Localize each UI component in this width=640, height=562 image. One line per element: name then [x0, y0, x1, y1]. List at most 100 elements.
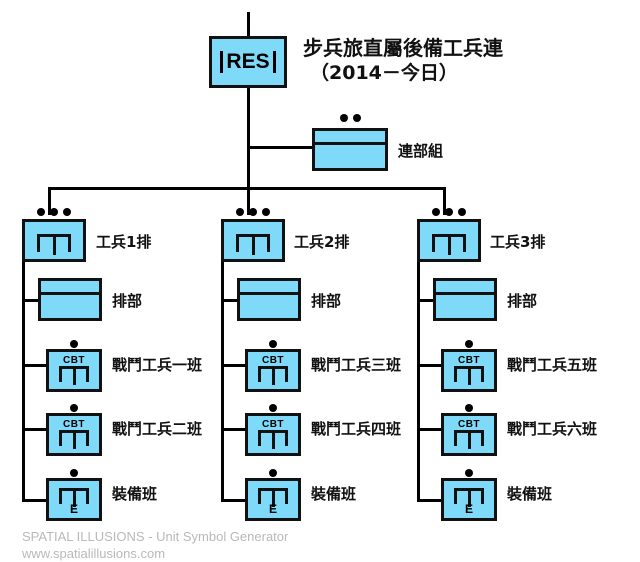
- hq-divider: [436, 292, 494, 295]
- label-platoon-1-squad-1: 戰鬥工兵一班: [112, 356, 203, 374]
- echelon-dot: [432, 208, 440, 216]
- echelon-dot: [50, 208, 58, 216]
- echelon-dots-platoon-3-squad-1: [441, 339, 497, 349]
- connector-stub-3-4: [417, 499, 441, 502]
- label-platoon-1-squad-2: 戰鬥工兵二班: [112, 420, 203, 438]
- engineer-icon-midleg: [271, 433, 275, 449]
- equipment-label: E: [268, 502, 277, 516]
- echelon-dot: [70, 404, 78, 412]
- unit-symbol-platoon-2-squad-3[interactable]: E: [245, 478, 301, 521]
- unit-symbol-platoon-1-squad-1[interactable]: CBT: [46, 349, 102, 392]
- echelon-dot: [236, 208, 244, 216]
- engineer-icon-midleg: [72, 491, 76, 507]
- unit-symbol-platoon-3-squad-3[interactable]: E: [441, 478, 497, 521]
- unit-symbol-platoon-3[interactable]: [417, 219, 481, 262]
- echelon-dot: [352, 114, 361, 122]
- cbt-label: CBT: [62, 355, 86, 366]
- cbt-label: CBT: [62, 419, 86, 430]
- echelon-dot: [465, 404, 473, 412]
- engineer-icon-midleg: [467, 491, 471, 507]
- echelon-dot: [445, 208, 453, 216]
- engineer-icon: [236, 234, 270, 255]
- echelon-dot: [465, 340, 473, 348]
- connector-platoon-drop-3: [443, 187, 446, 215]
- connector-stub-3-3: [417, 428, 441, 431]
- connector-stub-1-3: [22, 428, 46, 431]
- echelon-dots-platoon-3: [417, 207, 481, 217]
- engineer-icon: [454, 488, 484, 507]
- echelon-dots-platoon-1-squad-1: [46, 339, 102, 349]
- echelon-dots-company-hq: [312, 113, 388, 123]
- echelon-dot: [70, 469, 78, 477]
- footer-line-2[interactable]: www.spatialillusions.com: [22, 546, 166, 561]
- footer-line-1: SPATIAL ILLUSIONS - Unit Symbol Generato…: [22, 529, 289, 544]
- unit-symbol-platoon-2-hq[interactable]: [237, 278, 301, 321]
- page-title: 步兵旅直屬後備工兵連: [303, 36, 503, 60]
- engineer-icon: [37, 234, 71, 255]
- unit-symbol-platoon-1-squad-3[interactable]: E: [46, 478, 102, 521]
- engineer-icon-midleg: [52, 237, 56, 255]
- unit-symbol-platoon-3-squad-2[interactable]: CBT: [441, 413, 497, 456]
- echelon-dot: [339, 114, 348, 122]
- cbt-label: CBT: [261, 419, 285, 430]
- connector-stub-1-2: [22, 364, 46, 367]
- engineer-icon-midleg: [271, 491, 275, 507]
- engineer-icon: [258, 430, 288, 449]
- echelon-dot: [269, 469, 277, 477]
- label-platoon-1: 工兵1排: [96, 233, 152, 251]
- connector-company-hq-stub: [247, 146, 312, 149]
- label-company-hq: 連部組: [398, 142, 444, 160]
- engineer-icon: [454, 430, 484, 449]
- engineer-icon: [59, 430, 89, 449]
- connector-platoon-drop-1: [48, 187, 51, 215]
- equipment-label: E: [464, 502, 473, 516]
- hq-divider: [240, 292, 298, 295]
- label-platoon-2-squad-2: 戰鬥工兵四班: [311, 420, 402, 438]
- echelon-dot: [458, 208, 466, 216]
- engineer-icon-midleg: [72, 433, 76, 449]
- unit-symbol-platoon-2-squad-1[interactable]: CBT: [245, 349, 301, 392]
- engineer-icon: [258, 366, 288, 385]
- engineer-icon: [59, 366, 89, 385]
- engineer-icon-midleg: [72, 369, 76, 385]
- unit-symbol-platoon-3-hq[interactable]: [433, 278, 497, 321]
- label-platoon-2-squad-1: 戰鬥工兵三班: [311, 356, 402, 374]
- label-platoon-3-squad-2: 戰鬥工兵六班: [507, 420, 598, 438]
- unit-symbol-platoon-1-squad-2[interactable]: CBT: [46, 413, 102, 456]
- connector-platoon-drop-2: [247, 187, 250, 215]
- unit-symbol-platoon-2[interactable]: [221, 219, 285, 262]
- unit-symbol-platoon-1-hq[interactable]: [38, 278, 102, 321]
- label-platoon-3-squad-1: 戰鬥工兵五班: [507, 356, 598, 374]
- footer-credit: SPATIAL ILLUSIONS - Unit Symbol Generato…: [22, 528, 288, 562]
- unit-symbol-root-res[interactable]: RES: [209, 36, 287, 88]
- label-platoon-3: 工兵3排: [490, 233, 546, 251]
- engineer-icon-midleg: [271, 369, 275, 385]
- page-subtitle: （2014－今日）: [310, 62, 458, 84]
- label-platoon-3-hq: 排部: [507, 292, 538, 310]
- res-label: RES: [220, 50, 276, 74]
- echelon-dots-platoon-3-squad-2: [441, 403, 497, 413]
- connector-stub-1-1: [22, 299, 38, 302]
- echelon-dot: [269, 340, 277, 348]
- connector-stub-1-4: [22, 499, 46, 502]
- engineer-icon-midleg: [467, 369, 471, 385]
- res-bracket-group: RES: [212, 39, 284, 85]
- unit-symbol-platoon-3-squad-1[interactable]: CBT: [441, 349, 497, 392]
- engineer-icon: [59, 488, 89, 507]
- connector-top-stub: [247, 12, 250, 36]
- label-platoon-1-hq: 排部: [112, 292, 143, 310]
- label-platoon-3-squad-3: 裝備班: [507, 485, 553, 503]
- echelon-dot: [37, 208, 45, 216]
- unit-symbol-platoon-1[interactable]: [22, 219, 86, 262]
- echelon-dots-platoon-1-squad-2: [46, 403, 102, 413]
- engineer-icon-midleg: [251, 237, 255, 255]
- connector-trunk-platoon-1: [22, 262, 25, 502]
- engineer-icon: [258, 488, 288, 507]
- unit-symbol-company-hq[interactable]: [312, 128, 388, 171]
- hq-divider: [315, 142, 385, 145]
- label-platoon-2: 工兵2排: [294, 233, 350, 251]
- cbt-label: CBT: [261, 355, 285, 366]
- unit-symbol-platoon-2-squad-2[interactable]: CBT: [245, 413, 301, 456]
- engineer-icon-midleg: [467, 433, 471, 449]
